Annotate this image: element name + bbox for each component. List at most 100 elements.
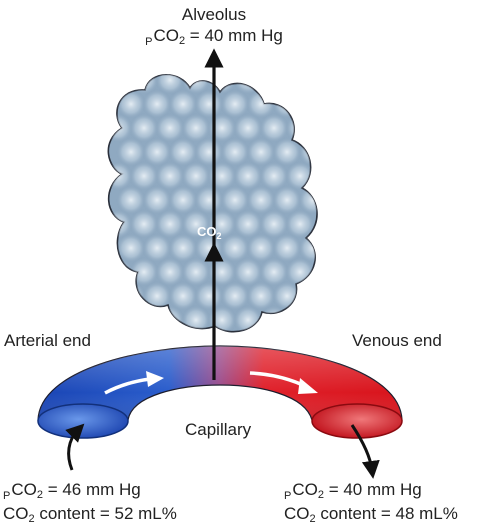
alveolus-cell <box>168 233 198 263</box>
alveolus-cell <box>129 209 159 239</box>
alveolus-cell <box>181 305 211 332</box>
arterial-end-label: Arterial end <box>4 331 91 350</box>
venous-pco2-sub: 2 <box>317 489 324 501</box>
alveolus-cell <box>298 185 318 215</box>
alveolus-cell <box>155 161 185 191</box>
alveolus-cell <box>259 161 289 191</box>
arterial-content: CO2 content = 52 mL% <box>3 504 177 525</box>
alveolus-cell <box>168 137 198 167</box>
alveolus-cell <box>194 281 224 311</box>
alveolus-cell <box>155 74 185 95</box>
alveolus-cell <box>155 209 185 239</box>
alveolus-cell <box>116 281 146 311</box>
alveolus-cell <box>220 89 250 119</box>
alveolus-cell <box>259 209 289 239</box>
alveolus-cell <box>116 233 146 263</box>
alveolus-cell <box>142 233 172 263</box>
alveolus-cell <box>116 185 146 215</box>
alveolus-cell <box>129 161 159 191</box>
alveolus-cell <box>129 257 159 287</box>
alveolus-pco2-sub: 2 <box>178 35 186 47</box>
alveolus-cell <box>194 137 224 167</box>
alveolus-pco2-chem: CO <box>153 26 179 45</box>
alveolus-cell <box>220 137 250 167</box>
alveolus-cell <box>116 137 146 167</box>
alveolus-cell <box>233 113 263 143</box>
alveolus-cell <box>246 137 276 167</box>
venous-content-value: content = 48 mL% <box>315 504 458 523</box>
arterial-opening <box>37 403 129 439</box>
alveolus-cell <box>194 89 224 119</box>
venous-pco2-value: = 40 mm Hg <box>323 480 422 499</box>
arterial-content-chem: CO <box>3 504 29 523</box>
alveolus-cell <box>272 185 302 215</box>
alveolus-cell <box>285 305 315 332</box>
alveolus-cell <box>108 257 133 287</box>
alveolus-cell <box>168 89 198 119</box>
arterial-content-sub: 2 <box>28 513 35 525</box>
alveolus-cell <box>168 281 198 311</box>
alveolus-cell <box>142 89 172 119</box>
alveolus-cell <box>285 209 315 239</box>
alveolus-cell <box>181 161 211 191</box>
arterial-pco2: PCO2 = 46 mm Hg <box>3 480 141 502</box>
arterial-content-value: content = 52 mL% <box>34 504 177 523</box>
co2-label-chem: CO <box>197 224 217 239</box>
alveolus-cell <box>272 233 302 263</box>
venous-opening <box>311 403 403 439</box>
alveolus-cell <box>233 209 263 239</box>
alveolus-cell <box>155 305 185 332</box>
alveolus-cell <box>142 185 172 215</box>
arterial-pco2-value: = 46 mm Hg <box>42 480 141 499</box>
alveolus-cell <box>142 137 172 167</box>
alveolus-cell <box>194 185 224 215</box>
alveolus-cell <box>298 89 318 119</box>
venous-content-sub: 2 <box>309 513 316 525</box>
venous-pco2: PCO2 = 40 mm Hg <box>284 480 422 502</box>
alveolus-cell <box>155 113 185 143</box>
arterial-pco2-prefix: P <box>3 490 11 502</box>
arterial-pco2-sub: 2 <box>36 489 43 501</box>
venous-content-chem: CO <box>284 504 310 523</box>
alveolus-cell <box>259 113 289 143</box>
alveolus-cell <box>285 74 315 95</box>
alveolus-cell <box>298 233 318 263</box>
flow-arrow-left <box>104 377 151 395</box>
alveolus-cell <box>129 305 159 332</box>
alveolus-pco2-prefix: P <box>145 36 153 48</box>
alveolus-cell <box>155 257 185 287</box>
arterial-input-arrow <box>65 423 85 471</box>
alveolus-cell <box>246 185 276 215</box>
alveolus-cell <box>298 281 318 311</box>
venous-pco2-prefix: P <box>284 490 292 502</box>
alveolus-cell <box>181 209 211 239</box>
venous-pco2-chem: CO <box>292 480 318 499</box>
venous-output-arrow <box>350 424 380 479</box>
venous-end-label: Venous end <box>352 331 442 350</box>
venous-content: CO2 content = 48 mL% <box>284 504 458 525</box>
alveolus-cell <box>259 74 289 95</box>
alveolus-cell <box>246 233 276 263</box>
alveolus-cell <box>259 257 289 287</box>
flow-arrowhead-left <box>146 371 164 387</box>
alveolus-cell <box>129 113 159 143</box>
capillary-tube <box>37 345 403 439</box>
alveolus-cell <box>233 257 263 287</box>
alveolus-cell <box>108 305 133 332</box>
alveolus-cell <box>220 281 250 311</box>
alveolus-pco2-value: = 40 mm Hg <box>185 26 283 45</box>
co2-label-sub: 2 <box>216 231 222 241</box>
capillary-label: Capillary <box>185 420 252 439</box>
alveolus-cell <box>220 185 250 215</box>
arterial-pco2-chem: CO <box>11 480 37 499</box>
alveolus-title: Alveolus <box>181 5 247 24</box>
alveolus-cell <box>220 233 250 263</box>
co2-label: CO2 <box>197 222 222 242</box>
flow-arrowhead-right <box>298 378 318 394</box>
alveolus-cell <box>181 113 211 143</box>
alveolus-cell <box>108 74 133 95</box>
alveolus-cell <box>181 257 211 287</box>
alveolus-cell <box>168 185 198 215</box>
alveolus-cell <box>142 281 172 311</box>
alveolus-cell <box>272 137 302 167</box>
